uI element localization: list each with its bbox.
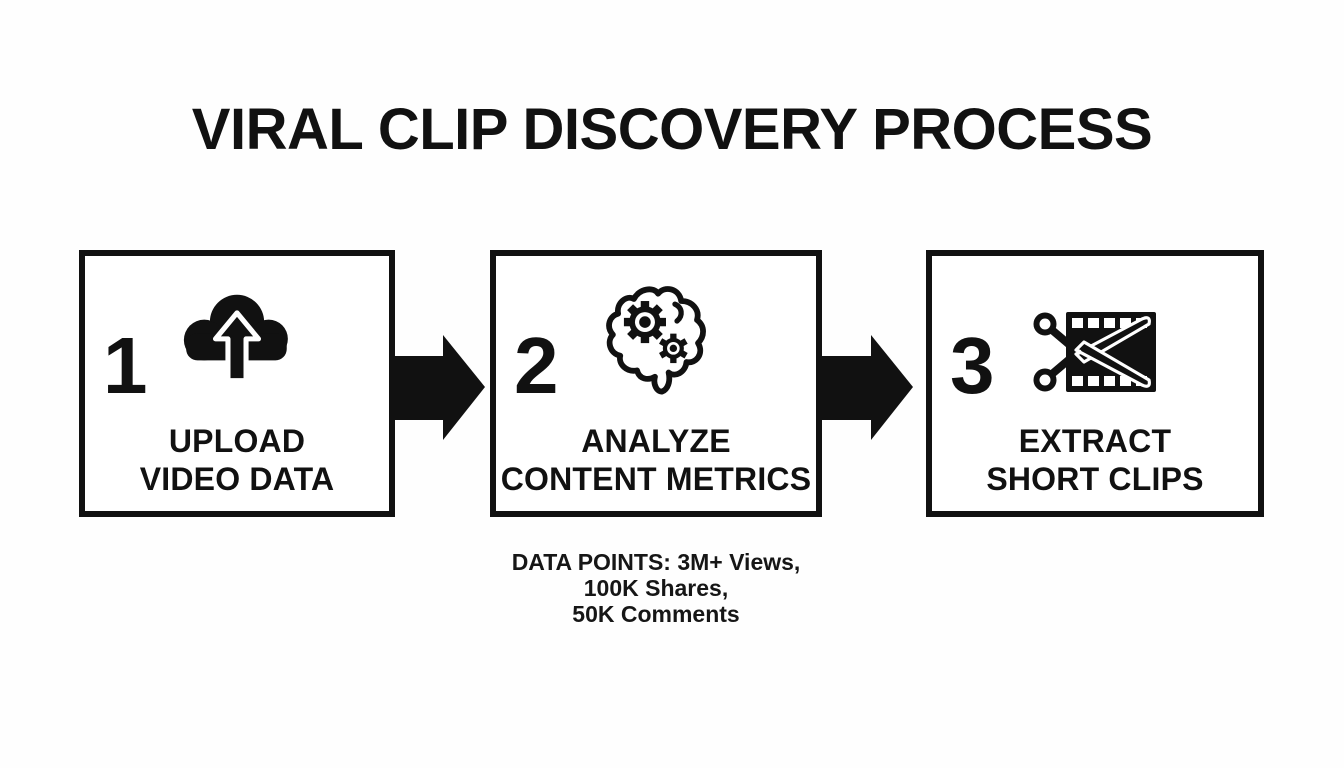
step-label-analyze: ANALYZE CONTENT METRICS xyxy=(500,423,812,497)
cloud-upload-icon xyxy=(174,288,300,397)
step-label-extract: EXTRACT SHORT CLIPS xyxy=(986,423,1204,497)
brain-gears-icon xyxy=(597,280,715,407)
step-number-1: 1 xyxy=(103,321,148,410)
data-points-line-1: DATA POINTS: 3M+ Views, xyxy=(511,549,801,575)
step-box-upload: 1 UPLOAD VIDEO DATA xyxy=(79,250,395,517)
step-label-upload: UPLOAD VIDEO DATA xyxy=(139,423,335,497)
diagram-title: VIRAL CLIP DISCOVERY PROCESS xyxy=(191,97,1153,162)
data-points-line-3: 50K Comments xyxy=(572,601,740,627)
arrow-right-icon xyxy=(393,335,485,445)
data-points-annotation: DATA POINTS: 3M+ Views, 100K Shares, 50K… xyxy=(490,549,822,627)
arrow-right-icon xyxy=(820,335,913,445)
data-points-line-2: 100K Shares, xyxy=(583,575,729,601)
step-number-3: 3 xyxy=(950,321,995,410)
step-number-2: 2 xyxy=(514,321,559,410)
step-box-analyze: 2 xyxy=(490,250,822,517)
scissors-filmstrip-icon xyxy=(1032,302,1158,407)
step-box-extract: 3 xyxy=(926,250,1264,517)
